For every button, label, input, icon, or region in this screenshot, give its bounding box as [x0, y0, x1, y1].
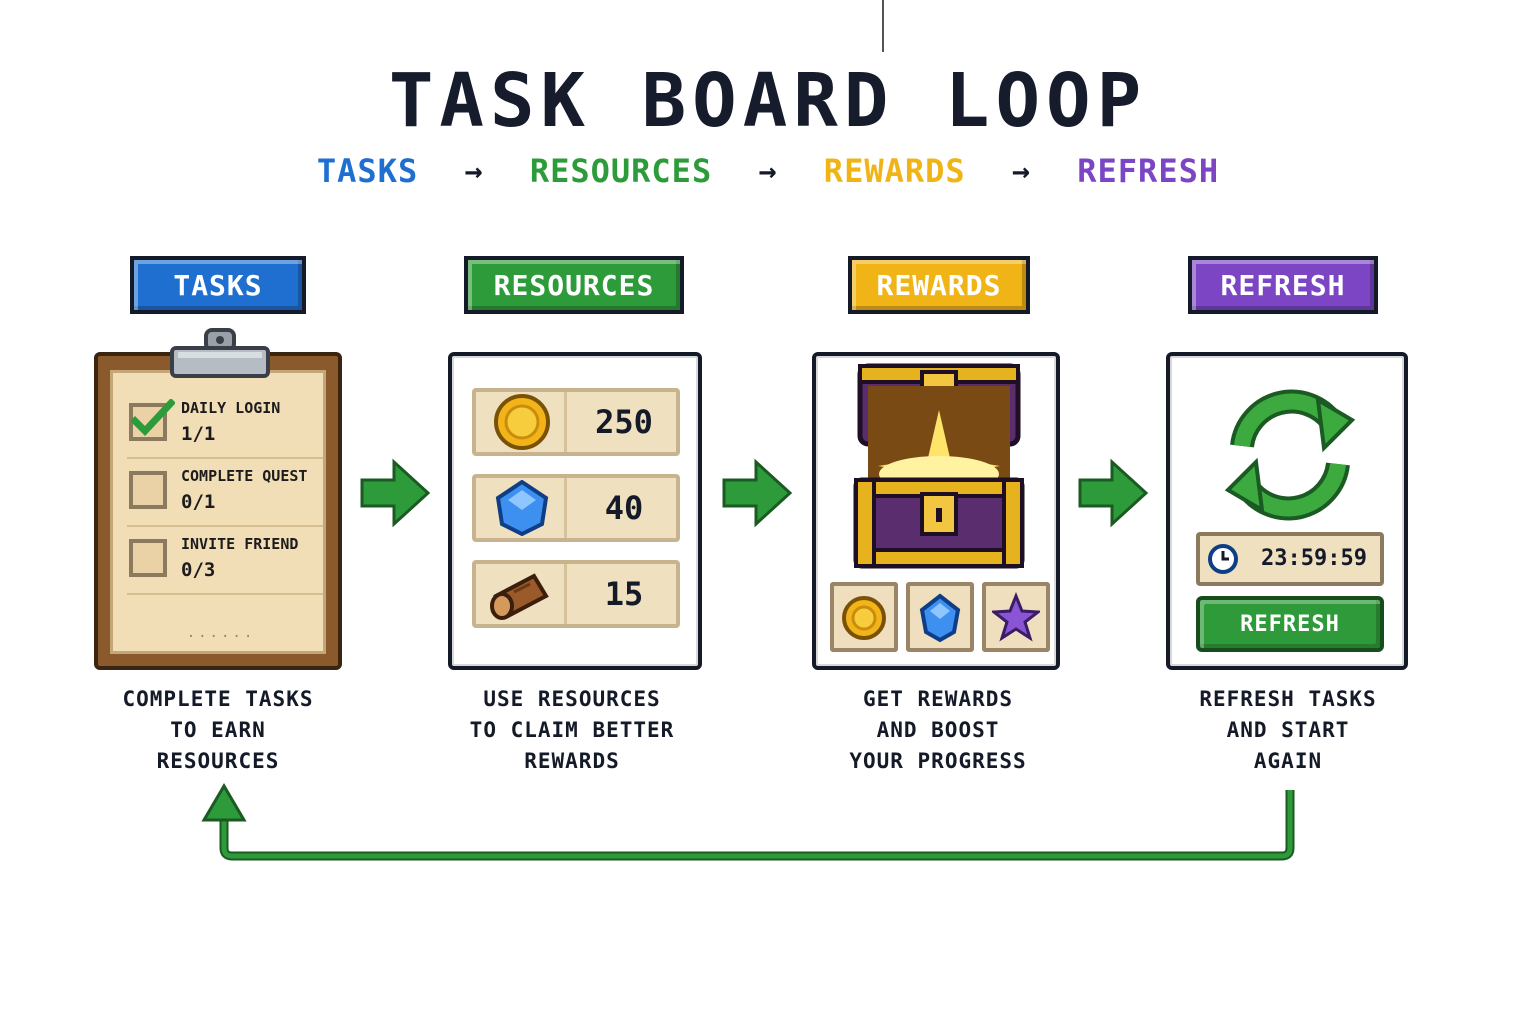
right-arrow-icon — [1076, 458, 1150, 528]
rewards-card — [812, 352, 1060, 670]
resource-row-wood: 15 — [472, 560, 680, 628]
coin-icon — [840, 592, 888, 644]
task-name: COMPLETE QUEST — [181, 467, 307, 485]
caption-line: YOUR PROGRESS — [788, 746, 1088, 777]
caption-line: TO CLAIM BETTER — [422, 715, 722, 746]
top-tick-mark — [882, 0, 884, 52]
tag-rewards: REWARDS — [848, 256, 1030, 314]
task-name: DAILY LOGIN — [181, 399, 280, 417]
tag-tasks: TASKS — [130, 256, 306, 314]
caption-line: AND BOOST — [788, 715, 1088, 746]
flow-step-refresh: REFRESH — [1077, 152, 1219, 190]
task-list: DAILY LOGIN 1/1 COMPLETE QUEST 0/1 INVIT… — [110, 370, 326, 654]
task-progress: 0/1 — [181, 491, 215, 513]
reward-slot — [906, 582, 974, 652]
task-item[interactable]: DAILY LOGIN 1/1 — [127, 397, 323, 459]
resource-row-coins: 250 — [472, 388, 680, 456]
task-item[interactable]: COMPLETE QUEST 0/1 — [127, 465, 323, 527]
caption-rewards: GET REWARDS AND BOOST YOUR PROGRESS — [788, 684, 1088, 777]
refresh-card: 23:59:59 REFRESH — [1166, 352, 1408, 670]
refresh-button[interactable]: REFRESH — [1196, 596, 1384, 652]
row-divider — [564, 392, 567, 452]
flow-arrow: → — [1012, 154, 1031, 189]
task-progress: 1/1 — [181, 423, 215, 445]
right-arrow-icon — [358, 458, 432, 528]
caption-line: GET REWARDS — [788, 684, 1088, 715]
treasure-chest-icon — [850, 362, 1028, 572]
checkbox-empty[interactable] — [129, 471, 167, 509]
row-divider — [564, 478, 567, 538]
resource-value: 15 — [568, 564, 680, 624]
gem-icon — [916, 592, 964, 644]
resources-card: 250 40 15 — [448, 352, 702, 670]
refresh-timer: 23:59:59 — [1196, 532, 1384, 586]
tag-refresh: REFRESH — [1188, 256, 1378, 314]
clock-icon — [1206, 542, 1240, 576]
task-progress: 0/3 — [181, 559, 215, 581]
caption-line: USE RESOURCES — [422, 684, 722, 715]
caption-line: COMPLETE TASKS — [68, 684, 368, 715]
task-name: INVITE FRIEND — [181, 535, 298, 553]
caption-line: RESOURCES — [68, 746, 368, 777]
task-clipboard: DAILY LOGIN 1/1 COMPLETE QUEST 0/1 INVIT… — [94, 352, 342, 670]
flow-summary: TASKS → RESOURCES → REWARDS → REFRESH — [0, 150, 1536, 190]
flow-step-resources: RESOURCES — [530, 152, 712, 190]
resource-value: 250 — [568, 392, 680, 452]
caption-line: AGAIN — [1138, 746, 1438, 777]
star-icon — [992, 592, 1040, 644]
reward-slot — [830, 582, 898, 652]
more-tasks-indicator: ...... — [113, 625, 329, 641]
resource-row-gems: 40 — [472, 474, 680, 542]
flow-step-rewards: REWARDS — [824, 152, 966, 190]
page-title: TASK BOARD LOOP — [0, 58, 1536, 144]
checkbox-empty[interactable] — [129, 539, 167, 577]
tag-resources: RESOURCES — [464, 256, 684, 314]
resource-value: 40 — [568, 478, 680, 538]
gem-icon — [486, 480, 552, 536]
flow-arrow: → — [464, 154, 483, 189]
checkmark-icon — [131, 399, 175, 439]
clipboard-clip-icon — [168, 328, 272, 380]
flow-arrow: → — [758, 154, 777, 189]
caption-line: REFRESH TASKS — [1138, 684, 1438, 715]
wood-log-icon — [486, 566, 552, 622]
checkbox-checked[interactable] — [129, 403, 167, 441]
caption-refresh: REFRESH TASKS AND START AGAIN — [1138, 684, 1438, 777]
flow-step-tasks: TASKS — [317, 152, 418, 190]
caption-line: AND START — [1138, 715, 1438, 746]
caption-resources: USE RESOURCES TO CLAIM BETTER REWARDS — [422, 684, 722, 777]
task-item[interactable]: INVITE FRIEND 0/3 — [127, 533, 323, 595]
refresh-cycle-icon — [1220, 384, 1360, 524]
caption-line: TO EARN — [68, 715, 368, 746]
reward-slot — [982, 582, 1050, 652]
caption-line: REWARDS — [422, 746, 722, 777]
timer-value: 23:59:59 — [1246, 536, 1382, 582]
right-arrow-icon — [720, 458, 794, 528]
row-divider — [564, 564, 567, 624]
caption-tasks: COMPLETE TASKS TO EARN RESOURCES — [68, 684, 368, 777]
coin-icon — [486, 394, 552, 450]
